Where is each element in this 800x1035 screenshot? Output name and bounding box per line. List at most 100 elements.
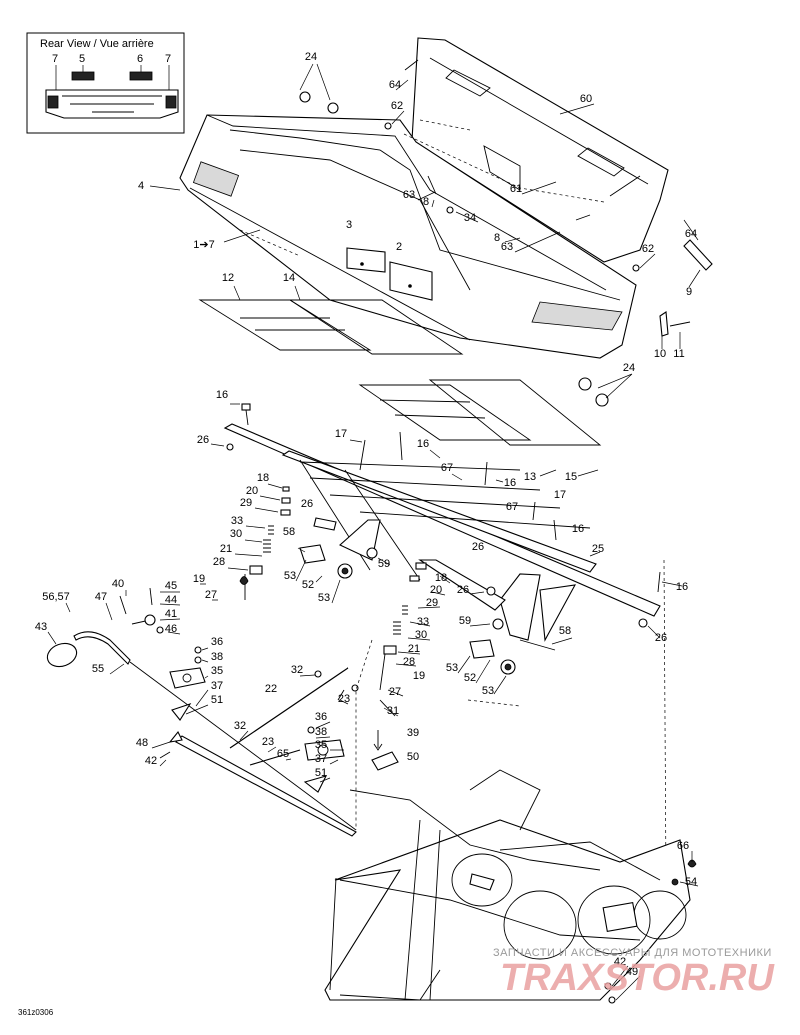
- callout-55: 55: [92, 663, 104, 675]
- callout-18: 18: [257, 472, 269, 484]
- callout-67: 67: [441, 462, 453, 474]
- linkage: [46, 559, 667, 881]
- watermark: ЗАПЧАСТИ И АКСЕССУАРЫ ДЛЯ МОТОТЕХНИКИ TR…: [493, 947, 775, 999]
- callout-62: 62: [642, 243, 654, 255]
- callout-27: 27: [205, 589, 217, 601]
- callout-62: 62: [391, 100, 403, 112]
- callout-40: 40: [112, 578, 124, 590]
- callout-39: 39: [407, 727, 419, 739]
- callout-20: 20: [246, 485, 258, 497]
- inset-title: Rear View / Vue arrière: [40, 38, 154, 50]
- callout-29: 29: [426, 597, 438, 609]
- callout-1-7: 1➔7: [193, 239, 214, 251]
- callout-53: 53: [446, 662, 458, 674]
- watermark-logo: TRAXSTOR.RU: [500, 957, 775, 999]
- callout-16: 16: [504, 477, 516, 489]
- callout-21: 21: [220, 543, 232, 555]
- inset-label-7-left: 7: [52, 53, 58, 65]
- inset-label-7-right: 7: [165, 53, 171, 65]
- callout-20: 20: [430, 584, 442, 596]
- callout-63: 63: [403, 189, 415, 201]
- callout-8: 8: [494, 232, 500, 244]
- floor-mats: [198, 299, 602, 446]
- callout-60: 60: [580, 93, 592, 105]
- main-frame: [324, 769, 697, 1004]
- callout-42: 42: [145, 755, 157, 767]
- callout-61: 61: [510, 183, 522, 195]
- callout-65: 65: [277, 748, 289, 760]
- callout-37: 37: [211, 680, 223, 692]
- rear-view-inset: Rear View / Vue arrière 7 5 6 7: [26, 32, 185, 134]
- callout-44: 44: [165, 594, 177, 606]
- callout-18: 18: [435, 572, 447, 584]
- callout-19: 19: [413, 670, 425, 682]
- callout-53: 53: [318, 592, 330, 604]
- leaders: [47, 79, 701, 1001]
- callout-29: 29: [240, 497, 252, 509]
- callout-21: 21: [408, 643, 420, 655]
- callout-35: 35: [315, 739, 327, 751]
- callout-43: 43: [35, 621, 47, 633]
- callout-9: 9: [686, 286, 692, 298]
- callout-48: 48: [136, 737, 148, 749]
- callout-28: 28: [403, 656, 415, 668]
- callout-15: 15: [565, 471, 577, 483]
- callout-59: 59: [378, 558, 390, 570]
- callout-17: 17: [335, 428, 347, 440]
- callout-67: 67: [506, 501, 518, 513]
- callout-36: 36: [211, 636, 223, 648]
- callout-50: 50: [407, 751, 419, 763]
- callout-38: 38: [315, 726, 327, 738]
- callout-10: 10: [654, 348, 666, 360]
- callout-59: 59: [459, 615, 471, 627]
- callout-58: 58: [559, 625, 571, 637]
- callout-16: 16: [676, 581, 688, 593]
- callout-66: 66: [677, 840, 689, 852]
- callout-42: 42: [614, 956, 626, 968]
- inset-label-6: 6: [137, 53, 143, 65]
- callout-52: 52: [302, 579, 314, 591]
- callout-3: 3: [346, 219, 352, 231]
- callout-45: 45: [165, 580, 177, 592]
- callout-23: 23: [338, 693, 350, 705]
- callout-32: 32: [234, 720, 246, 732]
- callout-27: 27: [389, 686, 401, 698]
- callout-63: 63: [501, 241, 513, 253]
- callout-53: 53: [482, 685, 494, 697]
- callout-13: 13: [524, 471, 536, 483]
- callout-26: 26: [457, 584, 469, 596]
- subframe: [223, 423, 661, 642]
- callout-16: 16: [417, 438, 429, 450]
- callout-34: 34: [464, 212, 476, 224]
- callout-19: 19: [193, 573, 205, 585]
- callout-58: 58: [283, 526, 295, 538]
- callout-24: 24: [305, 51, 317, 63]
- callout-26: 26: [655, 632, 667, 644]
- callout-54: 54: [685, 876, 697, 888]
- inset-label-5: 5: [79, 53, 85, 65]
- callout-30: 30: [230, 528, 242, 540]
- callout-33: 33: [417, 616, 429, 628]
- callout-11: 11: [673, 348, 684, 360]
- callout-26: 26: [197, 434, 209, 446]
- callout-24: 24: [623, 362, 635, 374]
- callout-26: 26: [472, 541, 484, 553]
- callout-16: 16: [216, 389, 228, 401]
- callout-12: 12: [222, 272, 234, 284]
- callout-41: 41: [165, 608, 177, 620]
- callout-35: 35: [211, 665, 223, 677]
- callout-64: 64: [685, 228, 697, 240]
- callout-30: 30: [415, 629, 427, 641]
- callout-52: 52: [464, 672, 476, 684]
- callout-14: 14: [283, 272, 295, 284]
- callout-46: 46: [165, 623, 177, 635]
- callout-32: 32: [291, 664, 303, 676]
- callout-47: 47: [95, 591, 107, 603]
- callout-8: 8: [423, 196, 429, 208]
- callout-51: 51: [211, 694, 223, 706]
- callout-22: 22: [265, 683, 277, 695]
- drawing-code: 361z0306: [18, 1008, 54, 1017]
- callout-4: 4: [138, 180, 144, 192]
